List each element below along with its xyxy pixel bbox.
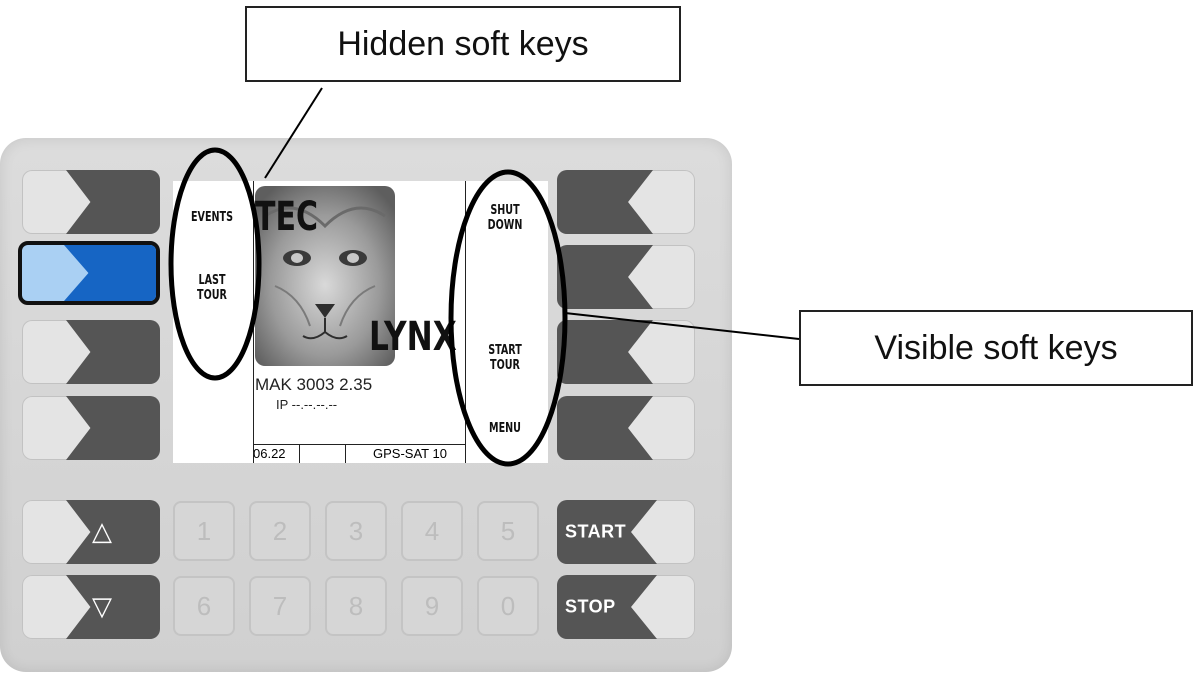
start-key-label: START [565, 521, 627, 542]
right-soft-key-4[interactable] [557, 396, 695, 460]
logo-text-top: TEC [255, 194, 318, 240]
arrow-left-shape [557, 170, 653, 234]
arrow-right-shape [66, 320, 160, 384]
soft-key-menu[interactable]: MENU [489, 421, 521, 436]
soft-key-last-tour[interactable]: LAST TOUR [197, 273, 227, 303]
digit-key[interactable]: 0 [477, 576, 539, 636]
hidden-soft-keys-callout: Hidden soft keys [245, 6, 681, 82]
ip-address: IP --.--.--.-- [276, 397, 338, 412]
triangle-down-icon: ▽ [92, 592, 112, 622]
status-gps: GPS-SAT 10 [373, 446, 447, 461]
digit-key[interactable]: 3 [325, 501, 387, 561]
soft-key-events[interactable]: EVENTS [190, 210, 233, 225]
digit-key[interactable]: 8 [325, 576, 387, 636]
status-divider [299, 445, 300, 463]
triangle-up-icon: △ [92, 517, 112, 547]
arrow-left-shape [557, 245, 653, 309]
digit-key[interactable]: 2 [249, 501, 311, 561]
digit-key[interactable]: 9 [401, 576, 463, 636]
left-soft-key-4[interactable] [22, 396, 160, 460]
left-soft-key-1[interactable] [22, 170, 160, 234]
arrow-left-shape [557, 396, 653, 460]
screen-divider-right [465, 181, 466, 463]
lynx-photo [255, 186, 395, 366]
screen-divider-left [253, 181, 254, 463]
digit-key[interactable]: 5 [477, 501, 539, 561]
soft-key-shut-down[interactable]: SHUT DOWN [487, 203, 523, 233]
start-key[interactable]: START [557, 500, 695, 564]
right-soft-key-1[interactable] [557, 170, 695, 234]
arrow-right-shape [66, 396, 160, 460]
stop-key-label: STOP [565, 596, 616, 617]
left-soft-key-2[interactable] [18, 241, 160, 305]
status-divider [345, 445, 346, 463]
up-arrow-key[interactable]: △ [22, 500, 160, 564]
firmware-version: MAK 3003 2.35 [255, 375, 373, 394]
digit-key[interactable]: 4 [401, 501, 463, 561]
arrow-right-shape [66, 170, 160, 234]
soft-key-start-tour[interactable]: START TOUR [488, 343, 522, 373]
arrow-right-shape [64, 245, 156, 301]
right-soft-key-3[interactable] [557, 320, 695, 384]
arrow-right-shape [66, 575, 160, 639]
down-arrow-key[interactable]: ▽ [22, 575, 160, 639]
arrow-left-shape [557, 320, 653, 384]
arrow-right-shape [66, 500, 160, 564]
status-date: 06.22 [253, 446, 286, 461]
status-bar: 06.22 GPS-SAT 10 [253, 444, 465, 463]
digit-key[interactable]: 7 [249, 576, 311, 636]
digit-key[interactable]: 1 [173, 501, 235, 561]
logo-text-bottom: LYNX [369, 314, 457, 360]
digit-key[interactable]: 6 [173, 576, 235, 636]
left-soft-key-3[interactable] [22, 320, 160, 384]
visible-soft-keys-callout: Visible soft keys [799, 310, 1193, 386]
stop-key[interactable]: STOP [557, 575, 695, 639]
right-soft-key-2[interactable] [557, 245, 695, 309]
display-screen: TEC LYNX MAK 3003 2.35 IP --.--.--.-- 06… [173, 181, 548, 463]
